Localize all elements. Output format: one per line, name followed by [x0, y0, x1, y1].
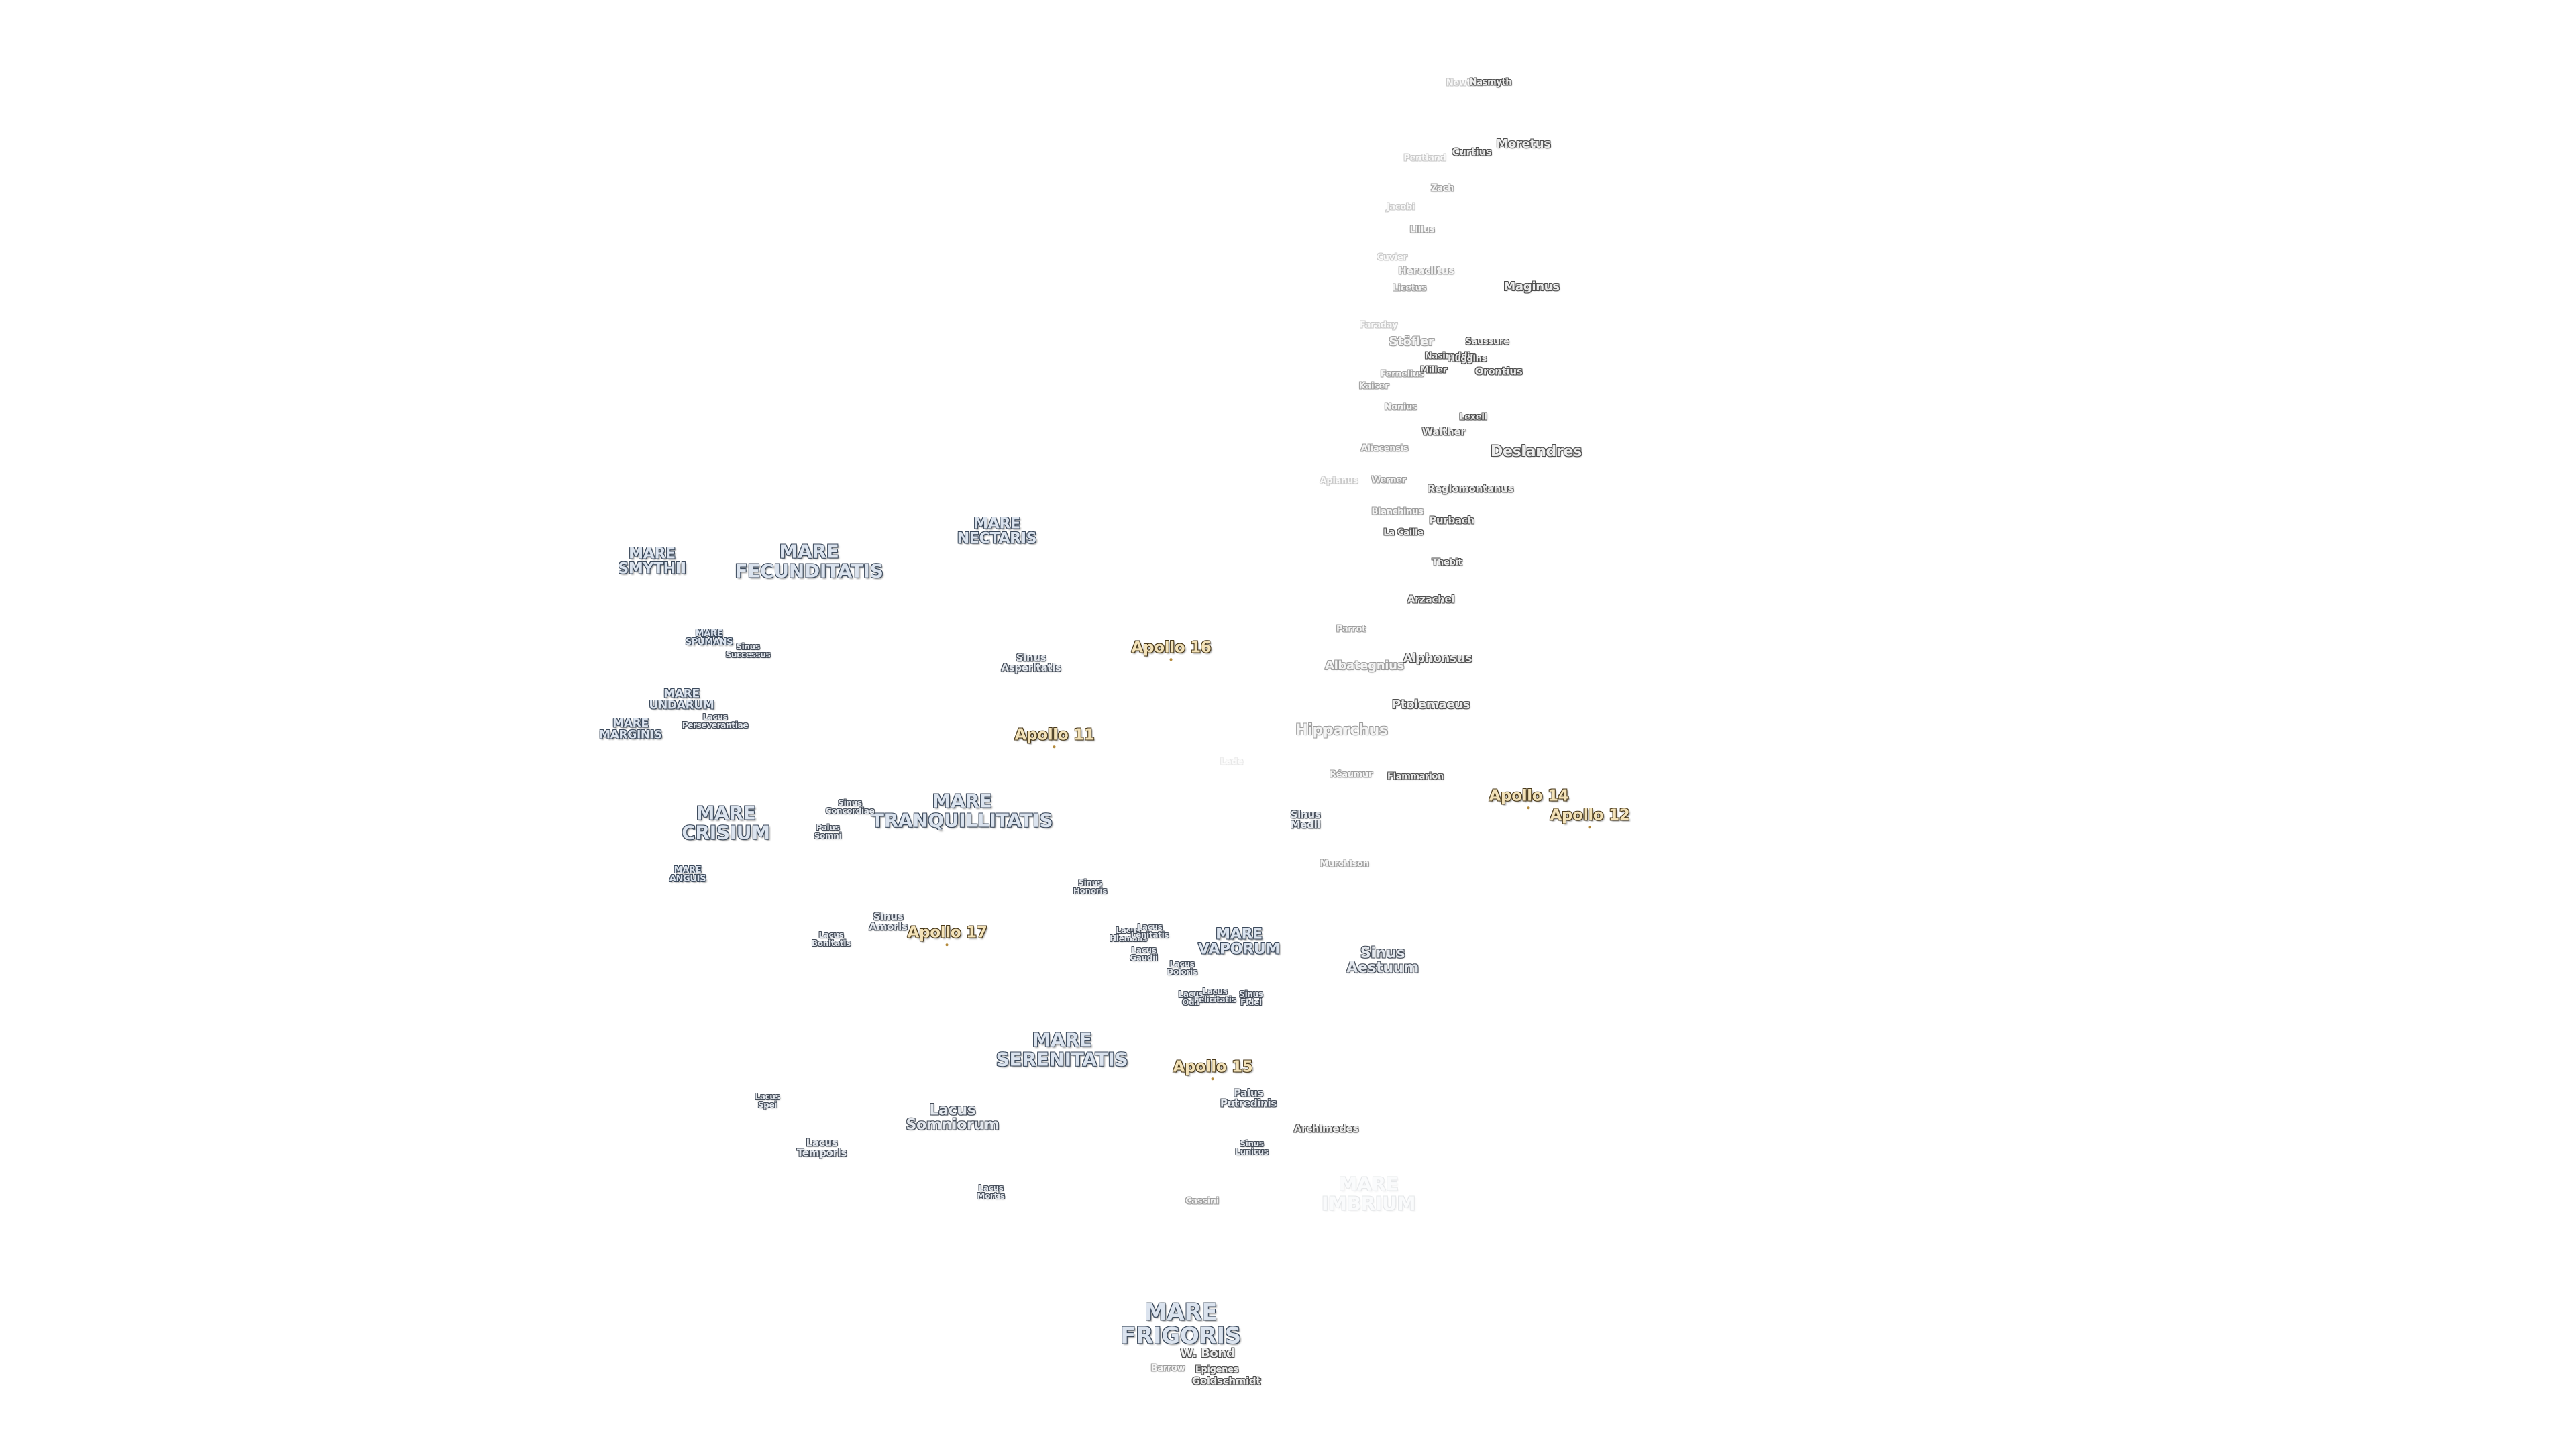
crater-huggins-label: Huggins — [1447, 354, 1487, 364]
lacus-bonitatis-label: Lacus Bonitatis — [811, 930, 851, 948]
crater-zach-label: Zach — [1431, 183, 1454, 194]
crater-kaiser-label: Kaiser — [1358, 381, 1389, 392]
crater-cassini-label: Cassini — [1185, 1196, 1219, 1207]
mare-serenitatis-label: MARE SERENITATIS — [996, 1028, 1128, 1070]
crater-faraday-label: Faraday — [1359, 320, 1398, 331]
apollo-11-site-label: Apollo 11 — [1014, 726, 1095, 749]
crater-purbach-label: Purbach — [1429, 514, 1474, 527]
mare-marginis-label: MARE MARGINIS — [599, 716, 662, 742]
mare-undarum-label: MARE UNDARUM — [649, 687, 714, 712]
sinus-amoris-label: Sinus Amoris — [869, 910, 908, 933]
sinus-successus-label: Sinus Successus — [725, 641, 771, 659]
mare-smythii-label: MARE SMYTHII — [618, 545, 686, 578]
crater-lexell-label: Lexell — [1459, 412, 1487, 423]
crater-nasmyth-label: Nasmyth — [1469, 77, 1512, 88]
lacus-perseverantiae-label: Lacus Perseverantiae — [682, 712, 749, 730]
crater-nasireddin-label: Nasireddin — [1424, 351, 1477, 362]
palus-somni-label: Palus Somni — [814, 822, 842, 841]
crater-albategnius-label: Albategnius — [1324, 658, 1405, 673]
crater-aliacensis-label: Aliacensis — [1360, 443, 1409, 454]
crater-regiomontanus-label: Regiomontanus — [1427, 482, 1514, 495]
crater-stofler-label: Stöfler — [1389, 334, 1434, 349]
crater-arzachel-label: Arzachel — [1407, 593, 1455, 606]
sinus-medii-label: Sinus Medii — [1290, 808, 1321, 831]
crater-deslandres-label: Deslandres — [1491, 443, 1582, 460]
mare-nectaris-label: MARE NECTARIS — [957, 515, 1037, 547]
crater-pentland-label: Pentland — [1403, 153, 1446, 164]
apollo-17-site-label: Apollo 17 — [907, 924, 987, 947]
crater-walther-label: Walther — [1421, 425, 1466, 438]
lacus-odii-label: Lacus Odii — [1178, 989, 1203, 1007]
crater-lade-label: Lade — [1220, 757, 1243, 767]
crater-curtius-label: Curtius — [1452, 146, 1492, 158]
crater-ptolemaeus-label: Ptolemaeus — [1391, 697, 1470, 712]
crater-flammarion-label: Flammarion — [1387, 771, 1444, 782]
crater-barrow-label: Barrow — [1150, 1363, 1185, 1374]
crater-hipparchus-label: Hipparchus — [1295, 721, 1388, 739]
crater-newton-label: Newton — [1446, 78, 1483, 89]
crater-moretus-label: Moretus — [1496, 136, 1551, 151]
crater-werner-label: Werner — [1371, 475, 1406, 486]
lacus-temporis-label: Lacus Temporis — [796, 1136, 847, 1159]
crater-cuvier-label: Cuvier — [1377, 252, 1407, 263]
crater-apianus-label: Apianus — [1320, 476, 1358, 486]
sinus-asperitatis-label: Sinus Asperitatis — [1001, 651, 1061, 674]
apollo-12-site-label: Apollo 12 — [1550, 806, 1630, 830]
crater-heraclitus-label: Heraclitus — [1398, 264, 1454, 277]
crater-maginus-label: Maginus — [1503, 279, 1560, 294]
crater-archimedes-label: Archimedes — [1293, 1122, 1359, 1135]
sinus-lunicus-label: Sinus Lunicus — [1235, 1138, 1269, 1157]
sinus-aestuum-label: Sinus Aestuum — [1346, 945, 1419, 977]
mare-crisium-label: MARE CRISIUM — [682, 802, 770, 843]
lacus-mortis-label: Lacus Mortis — [977, 1183, 1005, 1201]
lacus-gaudii-label: Lacus Gaudii — [1130, 945, 1158, 963]
sinus-concordiae-label: Sinus Concordiae — [825, 798, 875, 816]
crater-miller-label: Miller — [1420, 365, 1447, 376]
mare-tranquillitatis-label: MARE TRANQUILLITATIS — [871, 790, 1053, 831]
mare-vaporum-label: MARE VAPORUM — [1198, 926, 1280, 958]
mare-spumans-label: MARE SPUMANS — [685, 628, 733, 647]
crater-murchison-label: Murchison — [1320, 859, 1369, 869]
crater-la-caille-label: La Caille — [1383, 527, 1424, 538]
lacus-felicitatis-label: Lacus Felicitatis — [1193, 986, 1236, 1004]
crater-saussure-label: Saussure — [1465, 337, 1509, 347]
lacus-doloris-label: Lacus Doloris — [1167, 959, 1197, 977]
lacus-somniorum-label: Lacus Somniorum — [906, 1102, 1000, 1134]
crater-reaumur-label: Réaumur — [1330, 769, 1373, 780]
crater-fernelius-label: Fernelius — [1380, 369, 1424, 380]
mare-frigoris-label: MARE FRIGORIS — [1120, 1299, 1241, 1349]
crater-blanchinus-label: Blanchinus — [1371, 506, 1424, 517]
crater-alphonsus-label: Alphonsus — [1403, 651, 1472, 665]
crater-licetus-label: Licetus — [1392, 283, 1427, 294]
crater-goldschmidt-label: Goldschmidt — [1191, 1375, 1261, 1387]
mare-fecunditatis-label: MARE FECUNDITATIS — [735, 540, 883, 582]
apollo-15-site-label: Apollo 15 — [1173, 1058, 1253, 1081]
lacus-hiemalis-label: Lacus Hiemalis — [1110, 925, 1147, 943]
sinus-honoris-label: Sinus Honoris — [1073, 877, 1108, 896]
mare-imbrium-faded-label: MARE IMBRIUM — [1321, 1173, 1416, 1214]
crater-orontius-label: Orontius — [1474, 365, 1523, 378]
apollo-16-site-label: Apollo 16 — [1131, 639, 1212, 662]
mare-anguis-label: MARE ANGUIS — [669, 865, 706, 884]
crater-lilius-label: Lilius — [1409, 225, 1435, 235]
lacus-lenitatis-label: Lacus Lenitatis — [1130, 922, 1169, 940]
crater-w-bond-label: W. Bond — [1180, 1346, 1235, 1360]
crater-epigenes-label: Epigenes — [1195, 1364, 1239, 1375]
crater-jacobi-label: Jacobi — [1386, 202, 1415, 213]
lacus-spei-label: Lacus Spei — [755, 1091, 780, 1110]
palus-putredinis-label: Palus Putredinis — [1220, 1087, 1277, 1110]
crater-thebit-label: Thebit — [1432, 557, 1462, 568]
apollo-14-site-label: Apollo 14 — [1489, 787, 1569, 810]
crater-parrot-label: Parrot — [1336, 624, 1366, 635]
crater-nonius-label: Nonius — [1384, 402, 1417, 413]
sinus-fidei-label: Sinus Fidei — [1239, 989, 1263, 1007]
